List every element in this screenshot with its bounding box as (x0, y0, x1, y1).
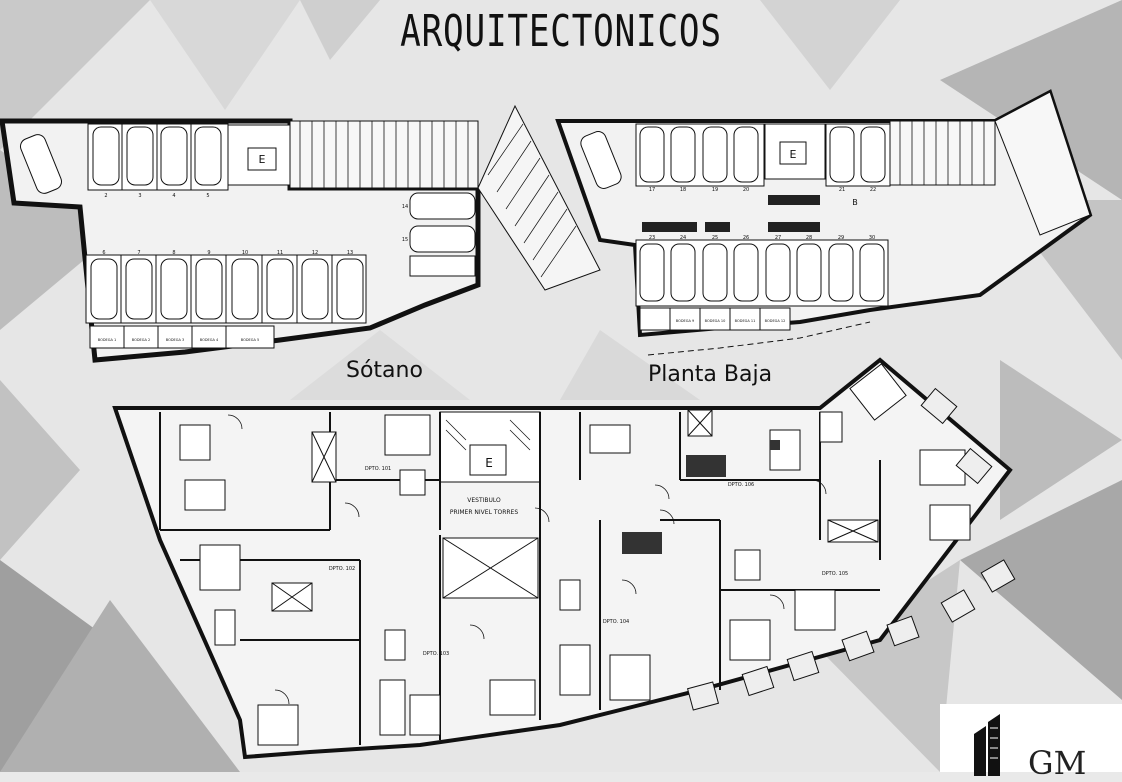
dpto-103-label: DPTO. 103 (423, 651, 449, 657)
company-logo: GM (940, 704, 1122, 782)
pb-ramp-letter: B (852, 198, 858, 207)
tipo-beds (179, 424, 971, 746)
spot-label: 4 (172, 193, 175, 199)
spot-label: 22 (870, 187, 876, 193)
page-title: ARQUITECTONICOS (400, 6, 722, 57)
sotano-bodegas (89, 325, 275, 349)
logo-text: GM (1028, 744, 1087, 782)
spot-label: 9 (207, 250, 210, 256)
bodega-label: BODEGA 3 (166, 338, 184, 342)
spot-label: 7 (137, 250, 140, 256)
spot-label: 15 (402, 237, 408, 243)
pb-bodegas (639, 307, 791, 331)
spot-label: 23 (649, 235, 655, 241)
bodega-label: BODEGA 2 (132, 338, 150, 342)
sotano-bottom-row (85, 254, 367, 324)
sotano-label: Sótano (346, 358, 423, 383)
tipo-balconies (686, 387, 1016, 711)
spot-label: 29 (838, 235, 844, 241)
spot-label: 14 (402, 204, 408, 210)
pb-ramp (889, 120, 996, 186)
pb-top-row (635, 123, 891, 187)
planta-baja-plan (555, 89, 1093, 356)
bodega-label: BODEGA 5 (241, 338, 259, 342)
spot-label: 30 (869, 235, 875, 241)
pb-curved-ramp (994, 91, 1091, 236)
bodega-label: BODEGA 9 (676, 319, 694, 323)
spot-label: 8 (172, 250, 175, 256)
spot-label: 13 (347, 250, 353, 256)
dpto-106-label: DPTO. 106 (728, 482, 754, 488)
bodega-label: BODEGA 11 (735, 319, 756, 323)
dpto-102-label: DPTO. 102 (329, 566, 355, 572)
spot-label: 11 (277, 250, 283, 256)
spot-label: 2 (104, 193, 107, 199)
spot-label: 26 (743, 235, 749, 241)
sotano-top-row (87, 123, 229, 191)
entry-ramp (477, 104, 601, 291)
planta-tipo-plan (112, 357, 1016, 760)
sotano-elevator-letter: E (259, 153, 266, 166)
spot-label: 6 (102, 250, 105, 256)
tipo-furniture (199, 363, 907, 736)
spot-label: 17 (649, 187, 655, 193)
dpto-101-label: DPTO. 101 (365, 466, 391, 472)
tipo-elevator-letter: E (485, 456, 493, 470)
spot-label: 20 (743, 187, 749, 193)
spot-label: 25 (712, 235, 718, 241)
bodega-label: BODEGA 12 (765, 319, 786, 323)
spot-label: 3 (138, 193, 141, 199)
tipo-dark-tiles (622, 440, 780, 554)
vestibulo-label: VESTIBULO (467, 497, 501, 504)
dpto-104-label: DPTO. 104 (603, 619, 629, 625)
spot-label: 21 (839, 187, 845, 193)
vestibulo-sub-label: PRIMER NIVEL TORRES (450, 509, 519, 516)
bodega-label: BODEGA 4 (200, 338, 219, 342)
pb-bottom-row (635, 239, 889, 307)
sotano-plan (0, 104, 601, 363)
dpto-105-label: DPTO. 105 (822, 571, 848, 577)
sotano-ramp-lines (299, 121, 469, 188)
spot-label: 24 (680, 235, 686, 241)
pb-dark-bars (642, 195, 820, 232)
spot-label: 27 (775, 235, 781, 241)
spot-label: 18 (680, 187, 686, 193)
bodega-label: BODEGA 10 (705, 319, 726, 323)
spot-label: 5 (206, 193, 209, 199)
spot-label: 12 (312, 250, 318, 256)
sotano-side-cars (409, 192, 476, 277)
bodega-label: BODEGA 1 (98, 338, 116, 342)
spot-label: 10 (242, 250, 248, 256)
tipo-shafts (271, 409, 879, 612)
sotano-car-angled (19, 134, 63, 194)
spot-label: 19 (712, 187, 718, 193)
spot-label: 28 (806, 235, 812, 241)
planta-baja-label: Planta Baja (648, 362, 773, 387)
building-icon (974, 714, 1000, 776)
pb-elevator-letter: E (790, 148, 797, 161)
